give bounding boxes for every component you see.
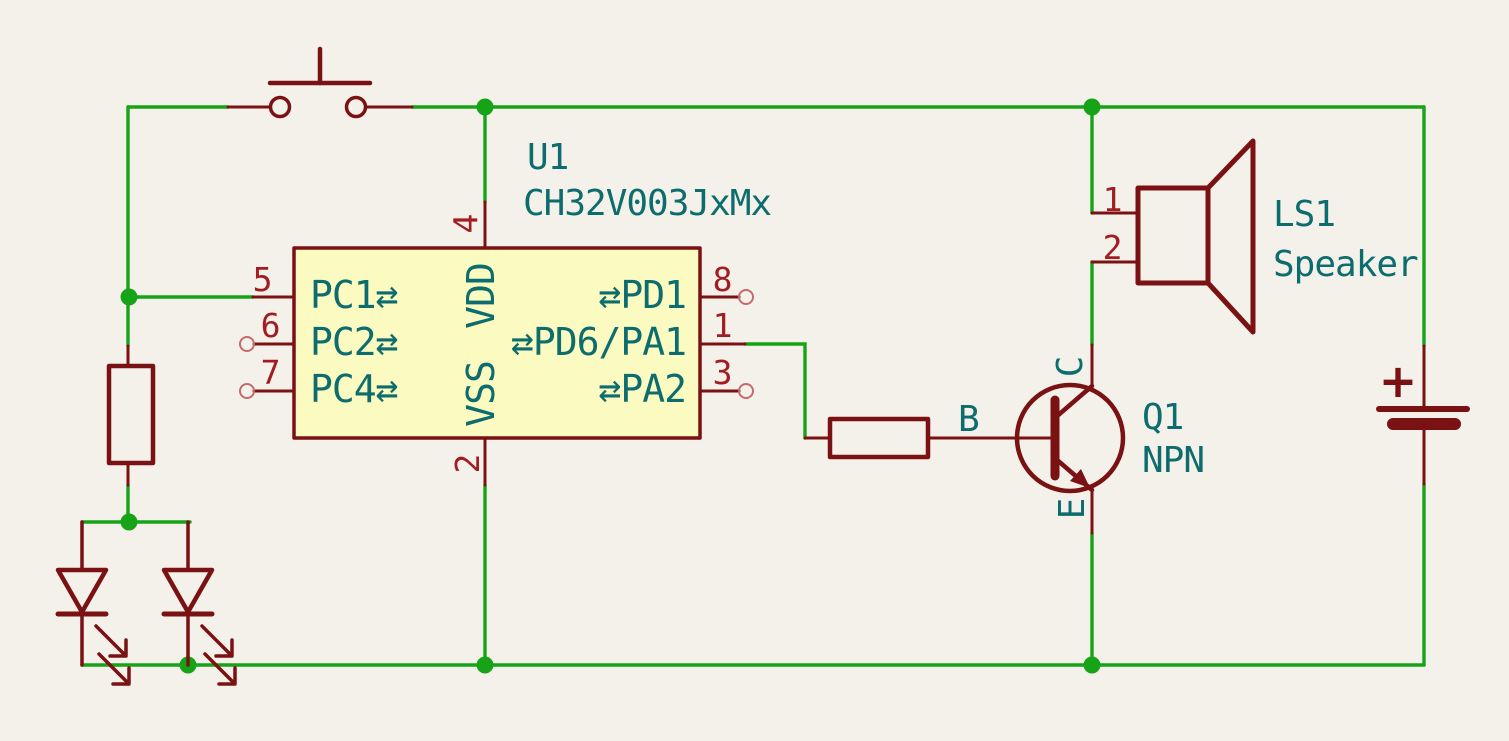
resistor-body (827, 416, 931, 460)
ic-u1[interactable]: 5 6 7 8 1 3 4 2 PC1⇄ PC2⇄ PC4⇄ ⇄PD1 ⇄PD6… (239, 137, 772, 487)
junction-dot (1083, 98, 1101, 116)
ic-pin-number: 3 (713, 353, 732, 392)
transistor-base-label: B (958, 399, 979, 440)
ic-pin-name-vdd: VDD (459, 263, 503, 329)
speaker-value: Speaker (1273, 244, 1418, 285)
wire-segment[interactable] (743, 342, 807, 440)
led-triangle (161, 567, 215, 615)
transistor-reference: Q1 (1142, 397, 1183, 438)
ic-pin-name-pd1: ⇄PD1 (598, 273, 686, 317)
transistor-q1[interactable]: B C E Q1 NPN (958, 343, 1205, 535)
ic-value: CH32V003JxMx (523, 183, 771, 224)
transistor-collector-diag (1053, 383, 1095, 420)
unconnected-pin-marker (239, 336, 255, 352)
junction-dot (120, 513, 138, 531)
resistor-r2[interactable] (803, 416, 1018, 460)
unconnected-pin-marker (738, 289, 754, 305)
ic-pin-number: 6 (261, 306, 280, 345)
ic-pin-name-pc2: PC2⇄ (310, 320, 398, 364)
resistor-body (106, 363, 156, 466)
ic-pin-name-vss: VSS (459, 361, 503, 427)
battery-cell[interactable]: + (1376, 344, 1470, 486)
ic-body[interactable] (292, 246, 702, 440)
ic-pin-number: 1 (713, 306, 732, 345)
wire-net[interactable] (80, 105, 1426, 667)
ic-pin-number: 7 (261, 353, 280, 392)
speaker-ls1[interactable]: 1 2 LS1 Speaker (1090, 138, 1419, 335)
transistor-value: NPN (1142, 440, 1204, 481)
ic-pin-number: 4 (446, 214, 485, 233)
speaker-body (1135, 185, 1211, 286)
ic-pin-name-pd6-pa1: ⇄PD6/PA1 (511, 320, 686, 364)
ic-pin-number: 2 (448, 455, 487, 474)
led-emission-arrowhead (214, 638, 234, 658)
led-emission-arrowhead (111, 666, 131, 686)
push-button[interactable] (226, 46, 414, 119)
led-d1[interactable] (55, 520, 131, 686)
led-emission-arrow (203, 652, 234, 683)
button-contact (344, 95, 368, 119)
speaker-cone (1205, 138, 1256, 335)
speaker-pin-number: 1 (1103, 180, 1122, 219)
led-emission-arrow (97, 652, 128, 683)
ic-pin-number: 5 (253, 260, 272, 299)
ic-pin-name-pa2: ⇄PA2 (598, 367, 686, 411)
led-emission-arrow (200, 624, 231, 655)
transistor-emitter-arrowhead (1070, 469, 1090, 488)
transistor-emitter-label: E (1052, 499, 1093, 520)
ic-pin-name-pc1: PC1⇄ (310, 273, 398, 317)
unconnected-pin-marker (738, 383, 754, 399)
transistor-collector-label: C (1050, 357, 1091, 378)
junction-dot (120, 288, 138, 306)
ic-pin-number: 8 (713, 260, 732, 299)
ic-reference: U1 (527, 137, 568, 178)
led-emission-arrowhead (217, 666, 237, 686)
unconnected-pin-marker (239, 383, 255, 399)
speaker-reference: LS1 (1273, 194, 1335, 235)
speaker-pin-number: 2 (1103, 228, 1122, 267)
led-d2[interactable] (161, 520, 237, 686)
button-contact (268, 95, 292, 119)
junction-dot (476, 656, 494, 674)
led-emission-arrow (94, 624, 125, 655)
resistor-r1[interactable] (106, 344, 156, 487)
led-triangle (55, 567, 109, 615)
ic-pin-name-pc4: PC4⇄ (310, 367, 398, 411)
junction-dot (476, 98, 494, 116)
junction-dot (1083, 656, 1101, 674)
battery-plus-label: + (1379, 354, 1418, 408)
led-emission-arrowhead (108, 638, 128, 658)
